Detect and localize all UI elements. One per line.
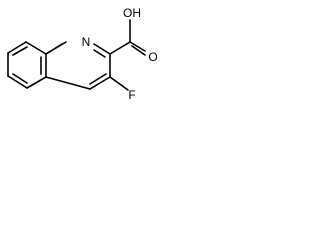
- bond-carboxyl-o-2: [131, 45, 146, 56]
- carboxylic-acid-group: [109, 19, 146, 56]
- bond-c4-c4a: [45, 76, 91, 90]
- nitrogen-atom-label: N: [82, 35, 91, 49]
- bond-c8a-c8: [25, 41, 47, 55]
- bond-c8a-n1: [45, 43, 63, 55]
- bond-c3-f: [109, 76, 129, 91]
- pyridine-ring: [45, 43, 111, 90]
- bond-carboxyl-o-1: [129, 41, 146, 52]
- fluorine-label: F: [128, 88, 135, 102]
- bond-n1-c2: [93, 43, 111, 55]
- double-bond-n1-c2: [93, 49, 106, 58]
- bond-c8-c7: [7, 41, 27, 54]
- carbonyl-oxygen-label: O: [148, 50, 157, 64]
- hydroxyl-label: OH: [123, 6, 141, 20]
- double-bond-c8-c7: [12, 46, 28, 56]
- bond-c2-carboxyl: [109, 41, 131, 55]
- double-bond-c3-c4: [89, 73, 107, 85]
- bond-c5-c4a: [26, 76, 47, 89]
- double-bond-c6-c5: [12, 73, 28, 84]
- bond-c3-c4: [89, 76, 111, 90]
- quinoline-carboxylic-acid-structure: N OH O F: [7, 6, 158, 102]
- benzene-ring: [7, 41, 67, 89]
- bond-c6-c5: [7, 75, 28, 89]
